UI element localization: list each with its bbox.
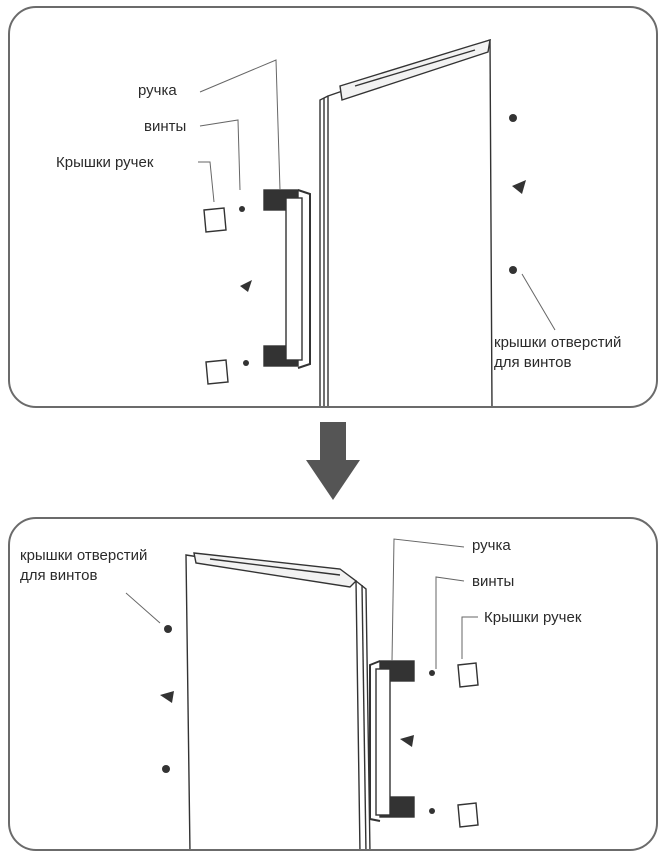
top-screw-lower (243, 360, 249, 366)
top-label-handle: ручка (138, 82, 177, 99)
bottom-hole-cover-upper (164, 625, 172, 633)
bottom-handle-cover-upper (457, 662, 479, 688)
bottom-label-hole-covers-line2: для винтов (20, 567, 98, 584)
bottom-handle-bar (375, 668, 391, 816)
bottom-door-illustration (125, 538, 479, 849)
bottom-label-hole-covers-line1: крышки отверстий (20, 547, 148, 564)
top-door-illustration (198, 39, 556, 406)
bottom-handle-cover-lower (457, 802, 479, 828)
bottom-screw-lower (429, 808, 435, 814)
top-screw-upper (239, 206, 245, 212)
top-handle-cover-lower (205, 359, 229, 385)
top-arrow-right (512, 180, 526, 194)
top-label-handle-covers: Крышки ручек (56, 154, 154, 171)
step-arrow-down-icon (306, 422, 360, 500)
top-label-screws: винты (144, 118, 187, 135)
top-label-hole-covers-line1: крышки отверстий (494, 334, 622, 351)
bottom-label-handle: ручка (472, 537, 511, 554)
top-hole-cover-upper (509, 114, 517, 122)
top-handle-cover-upper (203, 207, 227, 233)
door-panel (185, 554, 361, 849)
bottom-label-screws: винты (472, 573, 515, 590)
bottom-label-handle-covers: Крышки ручек (484, 609, 582, 626)
top-arrow-left (240, 280, 252, 292)
top-step-panel: ручка винты Крышки ручек крышки отверсти… (8, 6, 658, 408)
bottom-arrow-right (400, 735, 414, 747)
bottom-arrow-left (160, 691, 174, 703)
top-hole-cover-lower (509, 266, 517, 274)
bottom-step-panel: крышки отверстий для винтов ручка винты … (8, 517, 658, 851)
top-label-hole-covers-line2: для винтов (494, 354, 572, 371)
bottom-screw-upper (429, 670, 435, 676)
top-handle-bar (285, 197, 303, 361)
bottom-hole-cover-lower (162, 765, 170, 773)
